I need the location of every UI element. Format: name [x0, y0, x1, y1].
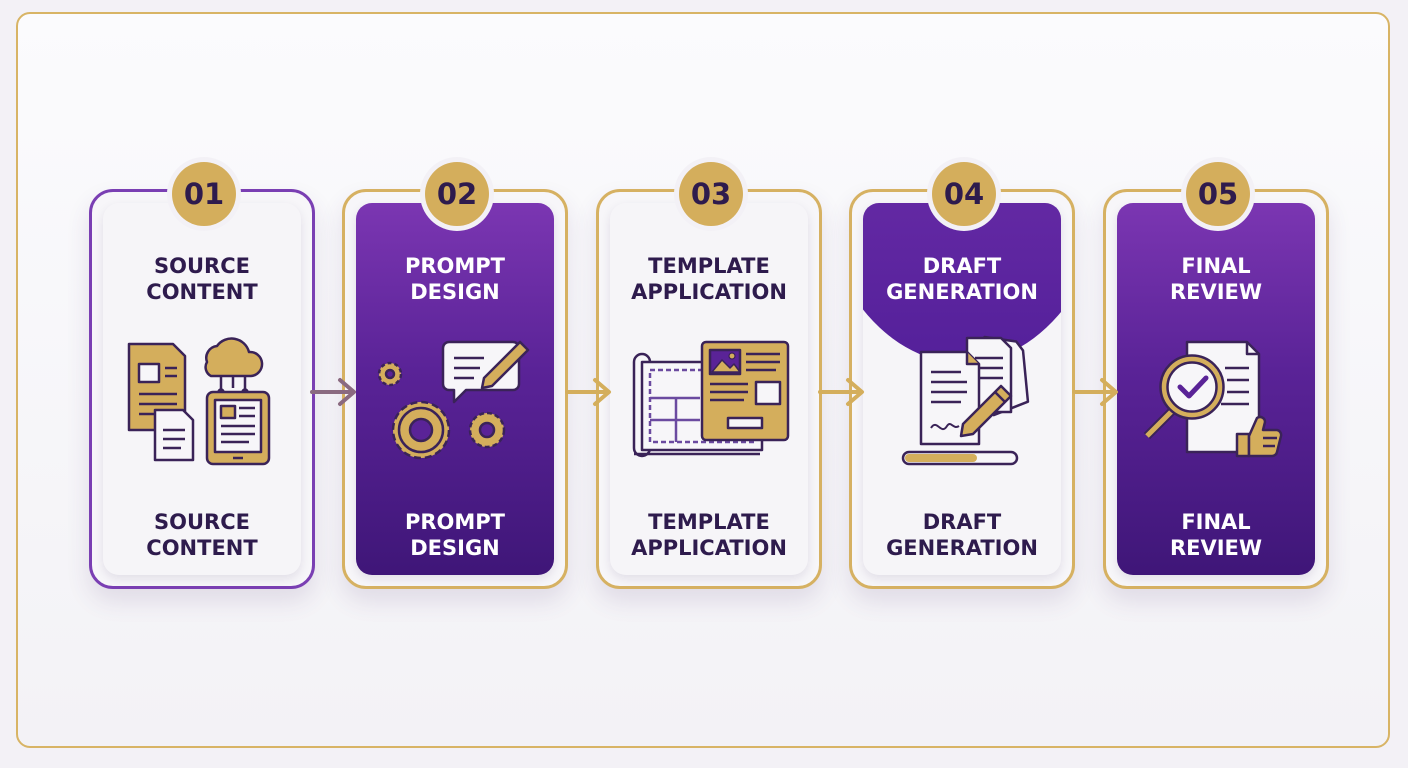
- arrow-right-icon: [565, 378, 611, 406]
- step-number-badge: 02: [425, 162, 489, 226]
- magnifier-check-thumbsup-icon: [1143, 340, 1283, 458]
- documents-cloud-tablet-icon: [127, 337, 271, 466]
- step-number-badge: 04: [932, 162, 996, 226]
- step-number-badge: 03: [679, 162, 743, 226]
- arrow-right-icon: [310, 378, 356, 406]
- arrow-right-icon: [1072, 378, 1118, 406]
- step-number-badge: 01: [172, 162, 236, 226]
- gears-chat-pencil-icon: [377, 340, 530, 460]
- step-number-badge: 05: [1186, 162, 1250, 226]
- arrow-right-icon: [818, 378, 864, 406]
- document-pencil-progress-icon: [901, 335, 1030, 466]
- blueprint-template-icon: [632, 340, 790, 458]
